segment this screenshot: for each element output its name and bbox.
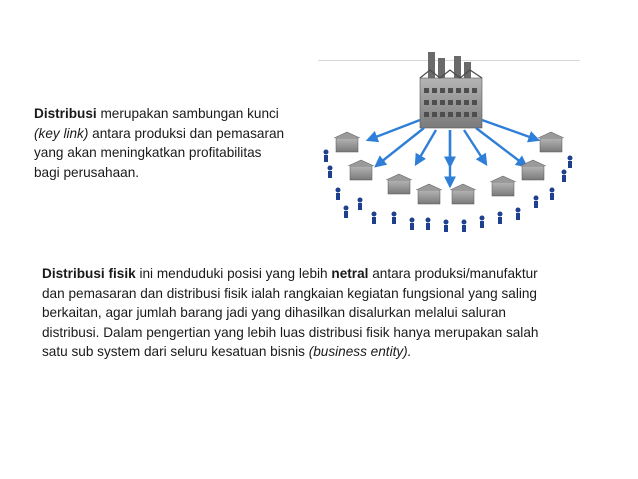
customers [323,149,573,232]
paragraph-line: dan pemasaran dan distribusi fisik ialah… [42,284,602,304]
text-run: antara produksi/manufaktur [368,266,538,281]
paragraph-line: (key link) antara produksi dan pemasaran [34,124,312,144]
text-run: (business entity). [308,344,412,360]
paragraph-line: Distribusi merupakan sambungan kunci [34,104,312,124]
text-run: (key link) [34,125,89,141]
paragraph-line: satu sub system dari seluru kesatuan bis… [42,342,602,362]
distribution-arrows [365,118,541,189]
distribution-definition-paragraph: Distribusi merupakan sambungan kunci (ke… [34,104,312,182]
text-run: antara produksi dan pemasaran [88,125,285,141]
text-run: ini menduduki posisi yang lebih [135,266,332,281]
text-run: merupakan sambungan kunci [96,106,279,121]
text-run: bagi perusahaan. [34,164,140,180]
paragraph-line: bagi perusahaan. [34,163,312,183]
text-run: yang akan meningkatkan profitabilitas [34,145,262,160]
factory [419,52,483,129]
text-run: distribusi. Dalam pengertian yang lebih … [42,324,539,340]
warehouses [333,131,565,205]
text-run: berkaitan, agar jumlah barang jadi yang … [42,305,506,321]
text-run: Distribusi fisik [42,266,136,281]
paragraph-line: distribusi. Dalam pengertian yang lebih … [42,323,602,343]
text-run: Distribusi [34,106,97,121]
paragraph-line: yang akan meningkatkan profitabilitas [34,143,312,163]
text-run: netral [331,266,369,281]
physical-distribution-paragraph: Distribusi fisik ini menduduki posisi ya… [42,264,602,362]
text-run: dan pemasaran dan distribusi fisik ialah… [42,285,537,301]
text-run: satu sub system dari seluru kesatuan bis… [42,344,309,360]
image-top-border [318,60,580,61]
factory-distribution-network-icon [323,52,573,232]
paragraph-line: berkaitan, agar jumlah barang jadi yang … [42,303,602,323]
paragraph-line: Distribusi fisik ini menduduki posisi ya… [42,264,602,284]
